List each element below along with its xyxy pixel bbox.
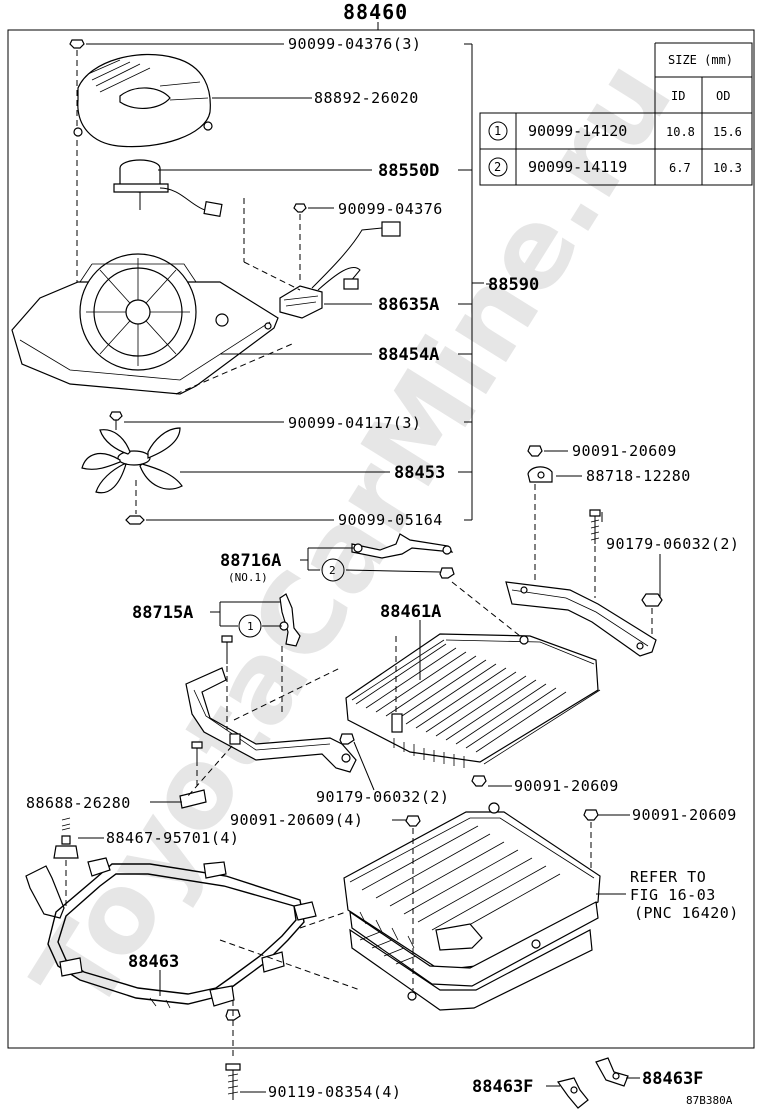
table-row-od: 10.3 [713,161,742,175]
evaporator [345,633,601,768]
bottom-bolt [225,1000,241,1100]
label-88892-26020[interactable]: 88892-26020 [314,89,419,107]
table-row-od: 15.6 [713,125,742,139]
blower-cover [73,54,213,148]
label-90119-08354-4[interactable]: 90119-08354(4) [268,1083,401,1101]
label-refer-to: REFER TO [630,868,706,886]
table-row-part[interactable]: 90099-14120 [528,122,627,140]
label-90179-06032-2-a[interactable]: 90179-06032(2) [606,535,739,553]
label-90179-06032-2-b[interactable]: 90179-06032(2) [316,788,449,806]
screw-connector [293,203,307,280]
label-88716a[interactable]: 88716A [220,551,281,571]
label-90091-20609-b[interactable]: 90091-20609 [514,777,619,795]
size-table: SIZE (mm) ID OD 1 90099-14120 10.8 15.6 … [479,42,753,186]
label-88453[interactable]: 88453 [394,463,445,483]
small-bracket-b [595,1057,629,1087]
figure-code: 87B380A [686,1094,733,1107]
pipe-88716a [351,533,521,637]
assembly-frame [7,29,755,1049]
lower-left-bracket [179,635,357,809]
blower-housing [11,198,301,395]
label-90091-20609-a[interactable]: 90091-20609 [572,442,677,460]
label-88461a[interactable]: 88461A [380,602,441,622]
size-header: SIZE (mm) [668,53,733,67]
label-88463f-a[interactable]: 88463F [472,1077,533,1097]
assembly-number[interactable]: 88460 [343,0,408,24]
condenser-unit [343,775,601,1011]
mark-2: 2 [329,564,336,577]
label-no1: (NO.1) [228,571,268,584]
upper-bracket [505,581,657,657]
label-pnc-16420: (PNC 16420) [634,904,739,922]
table-row-mark: 1 [494,124,501,138]
label-88590[interactable]: 88590 [488,275,539,295]
screw-fan [109,411,123,430]
pipe-88715a [279,593,301,716]
label-88688-26280[interactable]: 88688-26280 [26,794,131,812]
nut-right [641,593,663,640]
label-88463f-b[interactable]: 88463F [642,1069,703,1089]
label-90091-20609-4[interactable]: 90091-20609(4) [230,811,363,829]
table-row-part[interactable]: 90099-14119 [528,158,627,176]
label-90099-04376[interactable]: 90099-04376 [338,200,443,218]
label-88550d[interactable]: 88550D [378,161,439,181]
label-88715a[interactable]: 88715A [132,603,193,623]
label-90099-05164[interactable]: 90099-05164 [338,511,443,529]
od-header: OD [716,89,730,103]
base-frame [25,817,361,1021]
label-90099-04376-3[interactable]: 90099-04376(3) [288,35,421,53]
id-header: ID [671,89,685,103]
label-90099-04117-3[interactable]: 90099-04117(3) [288,414,421,432]
label-fig-16-03[interactable]: FIG 16-03 [630,886,716,904]
leader-lines [78,43,661,1093]
table-row-id: 6.7 [669,161,691,175]
part-labels: 90099-04376(3) 88892-26020 88550D 90099-… [26,35,739,1107]
label-90091-20609-c[interactable]: 90091-20609 [632,806,737,824]
table-row-mark: 2 [494,160,501,174]
nut-fan [125,480,145,525]
table-row-id: 10.8 [666,125,695,139]
label-88635a[interactable]: 88635A [378,295,439,315]
label-88463[interactable]: 88463 [128,952,179,972]
mark-1: 1 [247,620,254,633]
label-88467-95701-4[interactable]: 88467-95701(4) [106,829,239,847]
label-88718-12280[interactable]: 88718-12280 [586,467,691,485]
fan [81,427,183,494]
label-88454a[interactable]: 88454A [378,345,439,365]
wire-harness [279,221,401,319]
small-bracket-a [556,1077,589,1109]
bolt-right [589,509,601,598]
blower-motor [113,159,223,217]
clip-bolt [527,445,553,580]
